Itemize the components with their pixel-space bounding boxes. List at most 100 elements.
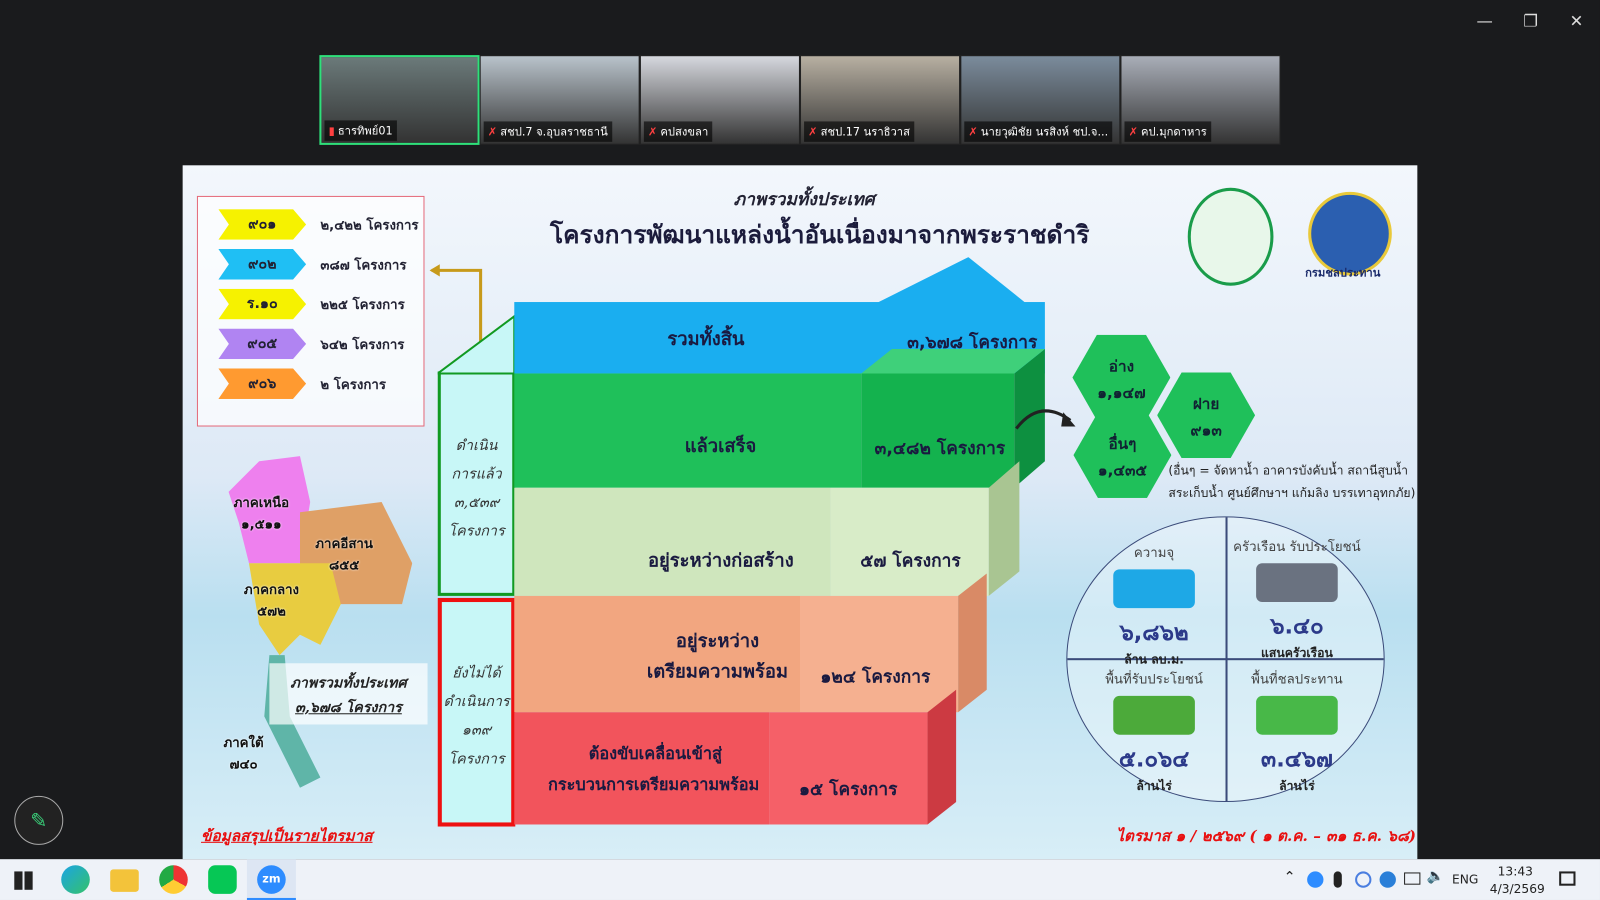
participant-name: สชป.17 นราธิวาส <box>820 125 910 139</box>
notifications-icon[interactable] <box>1559 871 1576 886</box>
pushing-label: ต้องขับเคลื่อนเข้าสู่ กระบวนการเตรียมควา… <box>548 739 759 800</box>
participant-video[interactable]: ✗คป.มุกดาหาร <box>1120 55 1281 145</box>
muted-mic-icon: ✗ <box>647 125 658 139</box>
pushing-label-1: ต้องขับเคลื่อนเข้าสู่ <box>588 743 723 764</box>
windows-start-icon[interactable] <box>14 871 33 890</box>
benefit-title: พื้นที่ชลประทาน <box>1251 672 1343 688</box>
region-label: ภาคใต้๗๔๐ <box>223 732 263 775</box>
region-value: ๘๕๕ <box>328 558 360 574</box>
edge-icon[interactable] <box>61 865 90 894</box>
others-note: (อื่นๆ = จัดหาน้ำ อาคารบังคับน้ำ สถานีสู… <box>1168 459 1415 504</box>
volume-icon[interactable]: 🔈 <box>1426 868 1445 885</box>
overview-box: ภาพรวมทั้งประเทศ ๓,๖๗๘ โครงการ <box>269 663 428 725</box>
not-operated-unit: โครงการ <box>448 751 505 768</box>
benefit-icon <box>1113 695 1195 735</box>
type-name: ฝาย <box>1192 394 1220 414</box>
type-value: ๑,๔๓๕ <box>1097 461 1148 480</box>
minimize-button[interactable]: — <box>1476 11 1493 31</box>
footer-note: ข้อมูลสรุปเป็นรายไตรมาส <box>201 826 373 845</box>
muted-mic-icon: ✗ <box>487 125 498 139</box>
staircase-graphic <box>437 257 1045 825</box>
done-value: ๓,๔๘๒ โครงการ <box>874 438 1006 460</box>
zoom-icon: zm <box>257 865 286 894</box>
not-operated-value: ๑๓๙ <box>461 722 492 739</box>
file-explorer-icon[interactable] <box>110 869 139 892</box>
region-name: ภาคกลาง <box>243 582 300 598</box>
building-label: อยู่ระหว่างก่อสร้าง <box>647 549 794 572</box>
close-button[interactable]: ✕ <box>1569 11 1584 31</box>
app-tray-icon[interactable] <box>1379 871 1396 888</box>
participant-label: ✗คป.มุกดาหาร <box>1124 121 1211 142</box>
overview-value: ๓,๖๗๘ โครงการ <box>295 699 402 717</box>
participant-video[interactable]: ✗นายวุฒิชัย นรสิงห์ ชป.จ... <box>960 55 1121 145</box>
participant-video[interactable]: ✗คปสงขลา <box>639 55 800 145</box>
total-value: ๓,๖๗๘ โครงการ <box>907 332 1038 354</box>
legend-item: ๙๐๒ ๓๘๗ โครงการ <box>218 248 407 280</box>
benefit-value: ๖,๘๖๒ <box>1119 620 1189 646</box>
benefit-unit: ล้านไร่ <box>1279 778 1315 793</box>
quarter-label: ไตรมาส ๑ / ๒๕๖๙ ( ๑ ต.ค. – ๓๑ ธ.ค. ๖๘) <box>1116 826 1417 845</box>
participant-video[interactable]: ▮ธารทิพย์01 <box>319 55 480 145</box>
benefit-item: พื้นที่ชลประทาน๓.๔๖๗ล้านไร่ <box>1220 668 1373 796</box>
building-value: ๕๗ โครงการ <box>860 551 961 572</box>
benefit-value: ๖.๔๐ <box>1270 614 1324 640</box>
participant-name: คป.มุกดาหาร <box>1141 125 1207 139</box>
shared-slide: ภาพรวมทั้งประเทศ โครงการพัฒนาแหล่งน้ำอัน… <box>182 165 1418 860</box>
show-hidden-icons-chevron-icon[interactable]: ⌃ <box>1283 869 1296 886</box>
line-icon[interactable] <box>208 865 237 894</box>
clock[interactable]: 13:43 4/3/2569 <box>1489 863 1545 898</box>
preparing-label-2: เตรียมความพร้อม <box>646 661 789 683</box>
zoom-taskbar-item[interactable]: zm <box>246 859 296 900</box>
project-type-hex: อื่นๆ๑,๔๓๕ <box>1073 412 1172 498</box>
benefit-unit: แสนครัวเรือน <box>1260 645 1333 661</box>
legend-code-tag: ๙๐๒ <box>218 248 307 280</box>
participant-name: สชป.7 จ.อุบลราชธานี <box>500 125 608 139</box>
sync-icon[interactable] <box>1355 871 1372 888</box>
clock-date: 4/3/2569 <box>1489 881 1545 896</box>
language-indicator[interactable]: ENG <box>1452 872 1479 887</box>
preparing-label: อยู่ระหว่าง เตรียมความพร้อม <box>647 627 788 688</box>
chrome-icon[interactable] <box>159 865 188 894</box>
region-value: ๕๗๒ <box>257 604 286 620</box>
annotate-pencil-button[interactable]: ✎ <box>14 795 64 845</box>
slide-subtitle: ภาพรวมทั้งประเทศ <box>733 189 875 211</box>
pin-icon: ▮ <box>328 124 335 138</box>
legend-value: ๒๒๕ โครงการ <box>320 297 405 313</box>
muted-mic-icon: ✗ <box>1128 125 1138 139</box>
benefit-icon <box>1256 695 1338 735</box>
benefit-title: ครัวเรือน รับประโยชน์ <box>1233 539 1361 556</box>
restore-button[interactable]: ❐ <box>1523 11 1538 31</box>
overview-title: ภาพรวมทั้งประเทศ <box>290 675 407 692</box>
legend-item: ๙๐๑๒,๔๒๒ โครงการ <box>218 209 419 240</box>
benefit-item: ความจุ๖,๘๖๒ล้าน ลบ.ม. <box>1078 542 1231 670</box>
others-note-line: สระเก็บน้ำ ศูนย์ศึกษาฯ แก้มลิง บรรเทาอุท… <box>1168 485 1416 500</box>
legend-code-tag: ๙๐๕ <box>218 328 307 360</box>
participant-name: คปสงขลา <box>660 125 709 139</box>
microphone-icon[interactable] <box>1333 871 1342 888</box>
legend-value: ๓๘๗ โครงการ <box>320 257 407 273</box>
muted-mic-icon: ✗ <box>968 125 978 139</box>
participant-video[interactable]: ✗สชป.7 จ.อุบลราชธานี <box>479 55 640 145</box>
rid-logo-text: กรมชลประทาน <box>1305 266 1381 280</box>
participant-label: ✗สชป.17 นราธิวาส <box>804 121 915 142</box>
preparing-label-1: อยู่ระหว่าง <box>675 630 760 653</box>
legend-item: ๙๐๖๒ โครงการ <box>218 368 386 399</box>
benefit-icon <box>1256 563 1338 603</box>
benefit-title: ความจุ <box>1133 545 1175 562</box>
legend-code-tag: ๙๐๑ <box>218 209 307 240</box>
participant-video[interactable]: ✗สชป.17 นราธิวาส <box>799 55 961 145</box>
zoom-tray-icon[interactable] <box>1307 871 1324 888</box>
slide-title: โครงการพัฒนาแหล่งน้ำอันเนื่องมาจากพระราช… <box>549 219 1090 249</box>
not-operated-label: ยังไม่ได้ <box>452 665 501 682</box>
network-icon[interactable] <box>1404 872 1421 885</box>
participant-label: ✗สชป.7 จ.อุบลราชธานี <box>483 121 612 142</box>
project-type-hex: ฝาย๙๑๓ <box>1157 372 1256 459</box>
operated-label: การแล้ว <box>451 466 502 483</box>
benefit-value: ๓.๔๖๗ <box>1260 746 1333 773</box>
benefit-value: ๕.๐๖๔ <box>1118 746 1190 773</box>
benefit-icon <box>1113 569 1195 609</box>
operated-unit: โครงการ <box>448 523 505 540</box>
type-value: ๑,๑๔๗ <box>1097 383 1146 403</box>
region-name: ภาคใต้ <box>223 735 264 752</box>
legend-item: ๙๐๕๖๔๒ โครงการ <box>218 328 404 360</box>
